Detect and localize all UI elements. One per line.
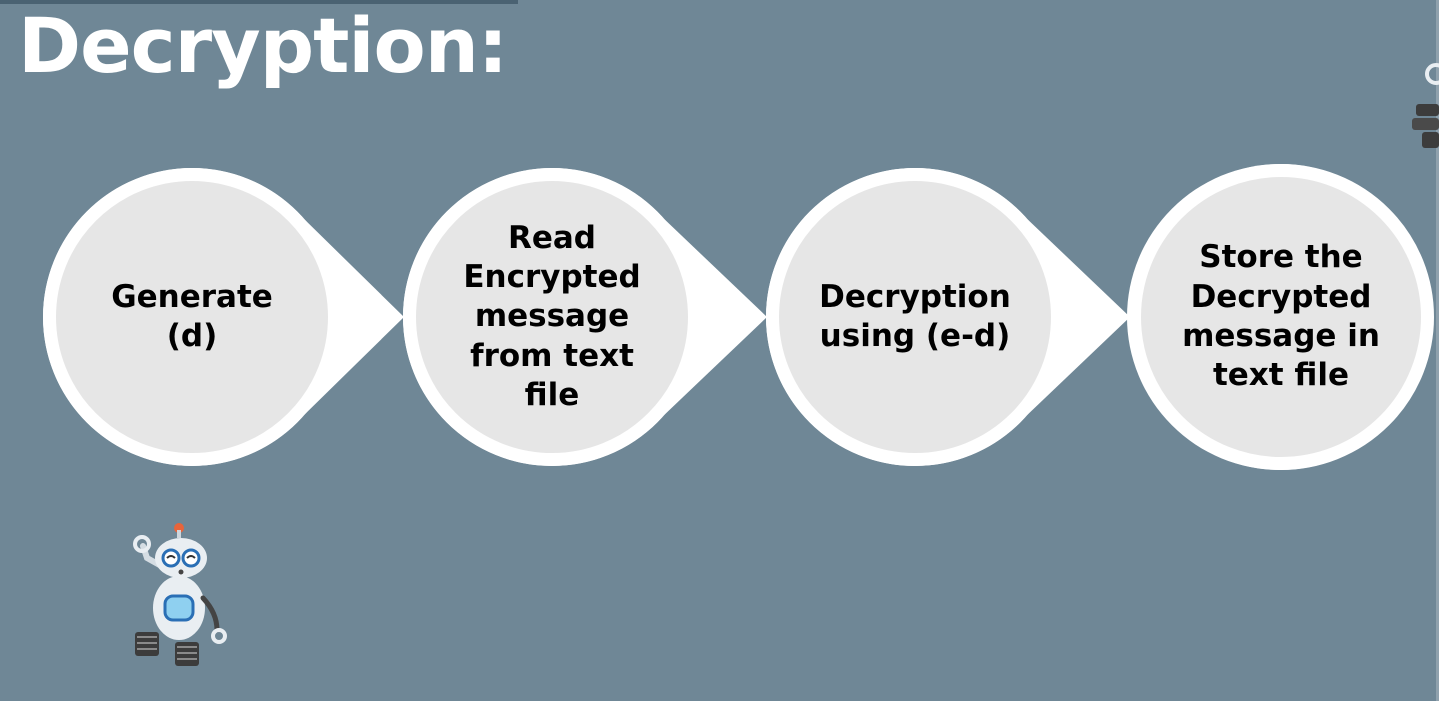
step-1-generate-d: Generate (d)	[43, 168, 341, 466]
robot-arm-icon	[1412, 63, 1439, 148]
step-3-label: Decryption using (e-d)	[819, 278, 1011, 354]
slide-right-edge	[1436, 0, 1439, 701]
step-4-label: Store the Decrypted message in text file	[1182, 239, 1380, 394]
top-accent-strip	[0, 0, 1439, 4]
step-3-decryption: Decryption using (e-d)	[766, 168, 1064, 466]
slide-title: Decryption:	[18, 1, 508, 90]
step-2-read-encrypted: Read Encrypted message from text file	[403, 168, 701, 466]
step-1-label: Generate (d)	[111, 278, 273, 354]
robot-mascot-icon	[133, 523, 227, 666]
step-4-store-decrypted: Store the Decrypted message in text file	[1128, 164, 1434, 470]
step-2-label: Read Encrypted message from text file	[463, 219, 641, 414]
